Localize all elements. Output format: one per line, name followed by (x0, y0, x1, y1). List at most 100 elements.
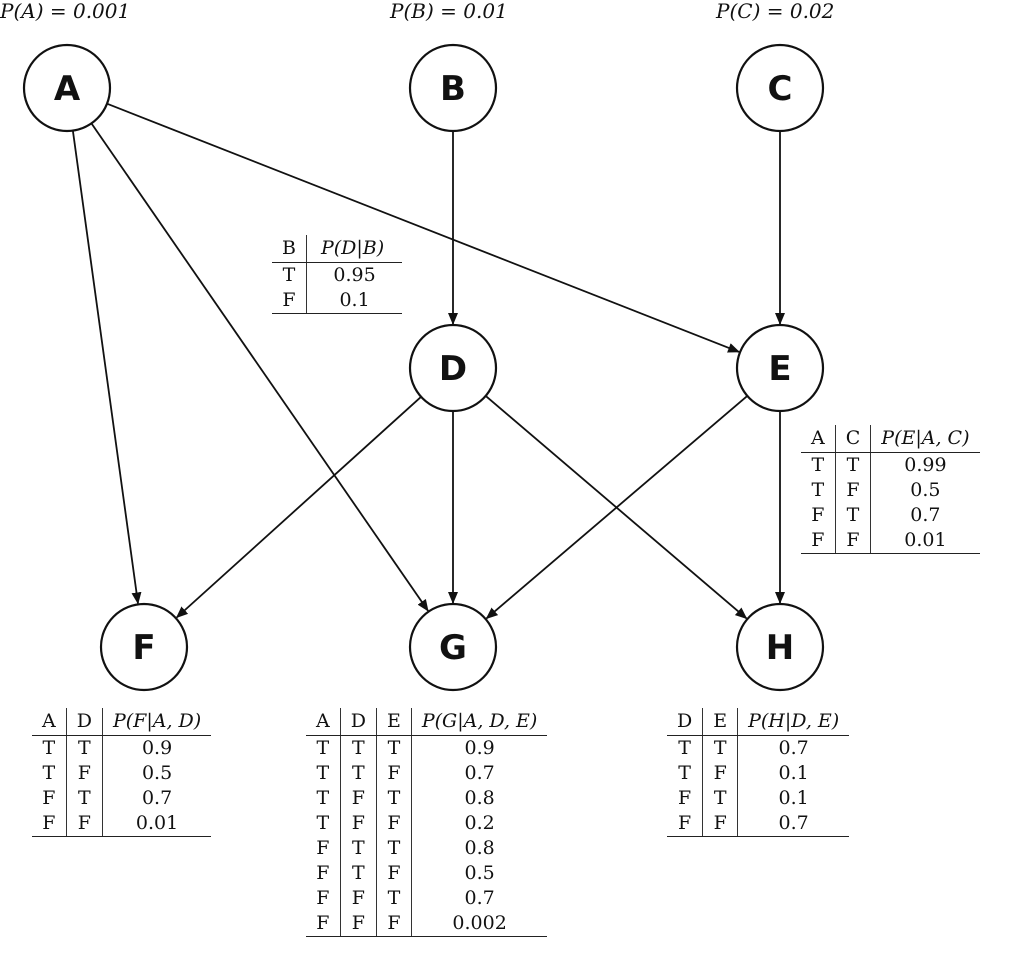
value-cell: T (340, 861, 377, 886)
probability-cell: 0.8 (464, 787, 495, 809)
probability-cell: 0.99 (904, 454, 947, 476)
probability-cell: 0.7 (910, 504, 941, 526)
value-cell: F (306, 911, 341, 937)
probability-cell: 0.7 (737, 811, 850, 837)
cpt-f-header-prob: P(F|A, D) (102, 708, 212, 736)
value-cell: F (306, 836, 341, 861)
value-cell: T (376, 886, 412, 911)
node-a: A (22, 43, 112, 133)
value-cell: T (306, 761, 341, 786)
node-label: A (54, 69, 81, 109)
value-cell: T (376, 735, 412, 761)
value-cell: T (376, 786, 412, 811)
node-circle (408, 323, 498, 413)
node-circle (735, 43, 825, 133)
prior-c: P(C) = 0.02 (715, 0, 834, 23)
value-cell: T (66, 735, 103, 761)
cpt-g-header-d: D (340, 708, 377, 736)
value-cell: F (376, 861, 412, 886)
value-cell: T (306, 811, 341, 836)
cpt-h-header-prob: P(H|D, E) (737, 708, 850, 736)
probability-cell: 0.1 (306, 288, 403, 314)
probability-cell: 0.01 (102, 811, 212, 837)
cpt-d-header-prob: P(D|B) (306, 235, 403, 263)
node-circle (408, 602, 498, 692)
value-cell: F (702, 811, 739, 837)
probability-cell: 0.5 (141, 762, 173, 784)
value-cell: F (340, 811, 377, 836)
probability-cell: 0.7 (464, 762, 495, 784)
probability-cell: 0.8 (464, 837, 495, 859)
value-cell: T (66, 786, 103, 811)
node-label: D (439, 349, 467, 389)
value-cell: F (801, 503, 836, 528)
probability-cell: 0.7 (141, 787, 173, 809)
value-cell: T (702, 786, 739, 811)
cpt-g-header-prob: P(G|A, D, E) (411, 708, 548, 736)
value-cell: T (801, 452, 836, 478)
node-e: E (735, 323, 825, 413)
value-cell: F (835, 528, 872, 554)
node-b: B (408, 43, 498, 133)
cpt-d-header-b: B (272, 235, 307, 263)
value-cell: F (835, 478, 872, 503)
node-label: C (768, 69, 793, 109)
node-d: D (408, 323, 498, 413)
cpt-h-header-d: D (667, 708, 704, 736)
node-g: G (408, 602, 498, 692)
cpt-e-header-a: A (801, 425, 836, 453)
value-cell: F (340, 786, 377, 811)
value-cell: F (702, 761, 739, 786)
value-cell: F (66, 761, 103, 786)
value-cell: T (376, 836, 412, 861)
value-cell: F (376, 811, 412, 836)
value-cell: T (32, 735, 67, 761)
node-h: H (735, 602, 825, 692)
cpt-g-header-a: A (306, 708, 341, 736)
probability-cell: 0.5 (464, 862, 495, 884)
value-cell: F (306, 886, 341, 911)
edge-a-to-g (90, 122, 429, 612)
cpt-f-header-a: A (32, 708, 67, 736)
cpt-h-header-e: E (702, 708, 739, 736)
probability-cell: 0.002 (411, 911, 548, 937)
value-cell: T (32, 761, 67, 786)
node-label: H (766, 628, 794, 668)
probability-cell: 0.5 (910, 479, 941, 501)
probability-cell: 0.95 (333, 264, 376, 286)
value-cell: F (66, 811, 103, 837)
value-cell: F (306, 861, 341, 886)
node-circle (22, 43, 112, 133)
value-cell: T (835, 503, 872, 528)
edge-e-to-g (485, 395, 748, 620)
value-cell: F (340, 886, 377, 911)
probability-cell: 0.2 (464, 812, 495, 834)
value-cell: F (272, 288, 307, 314)
value-cell: F (376, 911, 412, 937)
edge-a-to-f (71, 130, 142, 605)
value-cell: T (801, 478, 836, 503)
node-circle (735, 323, 825, 413)
value-cell: F (667, 811, 704, 837)
probability-cell: 0.1 (778, 787, 809, 809)
value-cell: T (340, 761, 377, 786)
